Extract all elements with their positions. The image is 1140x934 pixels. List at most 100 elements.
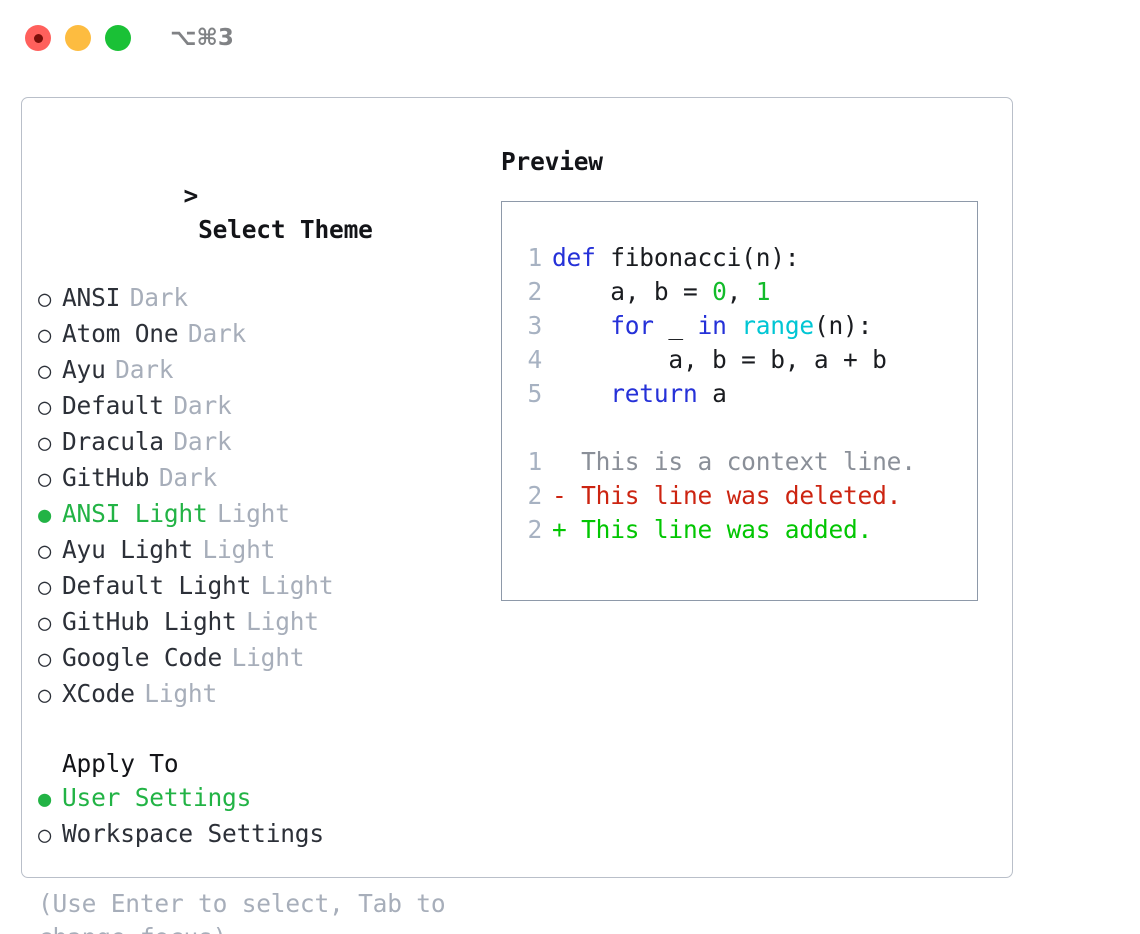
- theme-option-variant: Dark: [158, 463, 218, 492]
- radio-unselected-icon: ○: [38, 823, 52, 848]
- list-spacer: [38, 713, 493, 747]
- minimize-button[interactable]: [65, 25, 91, 51]
- diff-line-text: + This line was added.: [552, 515, 873, 544]
- code-token-kw: def: [552, 243, 596, 272]
- theme-option-variant: Light: [260, 571, 334, 600]
- diff-line-ctx: 1 This is a context line.: [512, 445, 916, 479]
- radio-unselected-icon: ○: [38, 647, 52, 672]
- theme-option-variant: Light: [202, 535, 276, 564]
- line-number: 1: [527, 243, 542, 272]
- theme-option-ansi-light[interactable]: ● ANSI Light Light: [38, 497, 493, 533]
- code-token-kw: for: [610, 311, 654, 340]
- code-token-plain: fibonacci(n):: [595, 243, 800, 272]
- theme-option-atom-one[interactable]: ○ Atom One Dark: [38, 317, 493, 353]
- code-token-plain: a, b = b, a + b: [552, 345, 887, 374]
- code-token-plain: a: [697, 379, 727, 408]
- code-token-kw: in: [697, 311, 727, 340]
- code-line: 5 return a: [512, 377, 916, 411]
- line-number: 3: [527, 311, 542, 340]
- title-bar: ⌥⌘3: [0, 0, 1140, 78]
- preview-heading: Preview: [501, 147, 603, 176]
- apply-to-option-user-settings[interactable]: ● User Settings: [38, 781, 493, 817]
- theme-list-heading: > Select Theme: [38, 145, 493, 281]
- diff-line-text: This is a context line.: [552, 447, 916, 476]
- theme-option-label: GitHub: [62, 463, 150, 492]
- close-button[interactable]: [25, 25, 51, 51]
- apply-to-option-label: User Settings: [62, 783, 252, 812]
- theme-option-default-light[interactable]: ○ Default Light Light: [38, 569, 493, 605]
- radio-unselected-icon: ○: [38, 287, 52, 312]
- code-token-plain: ,: [726, 277, 756, 306]
- radio-unselected-icon: ○: [38, 395, 52, 420]
- apply-to-option-label: Workspace Settings: [62, 819, 324, 848]
- code-token-plain: [727, 311, 742, 340]
- theme-list-heading-label: [184, 215, 199, 244]
- code-token-num: 1: [755, 277, 771, 306]
- code-token-kw: return: [610, 379, 698, 408]
- theme-option-variant: Light: [246, 607, 319, 636]
- line-number: 2: [527, 277, 542, 306]
- radio-unselected-icon: ○: [38, 683, 52, 708]
- radio-unselected-icon: ○: [38, 431, 52, 456]
- diff-line-del: 2- This line was deleted.: [512, 479, 916, 513]
- theme-option-label: ANSI: [62, 283, 121, 312]
- radio-unselected-icon: ○: [38, 467, 52, 492]
- theme-option-github[interactable]: ○ GitHub Dark: [38, 461, 493, 497]
- code-token-plain: a, b =: [552, 277, 713, 306]
- maximize-button[interactable]: [105, 25, 131, 51]
- radio-selected-icon: ●: [38, 787, 52, 812]
- theme-list-title: Select Theme: [198, 215, 373, 244]
- theme-option-variant: Light: [144, 679, 218, 708]
- theme-option-label: Default: [62, 391, 164, 420]
- code-token-plain: _: [653, 311, 698, 340]
- theme-option-ansi[interactable]: ○ ANSI Dark: [38, 281, 493, 317]
- code-token-plain: [552, 311, 610, 340]
- line-number: 1: [527, 447, 542, 476]
- theme-option-label: Default Light: [62, 571, 252, 600]
- caret-icon: >: [183, 181, 199, 210]
- theme-option-label: GitHub Light: [62, 607, 237, 636]
- diff-line-text: - This line was deleted.: [552, 481, 902, 510]
- theme-option-label: Atom One: [62, 319, 179, 348]
- code-token-plain: (n):: [813, 311, 873, 340]
- theme-option-label: Dracula: [62, 427, 164, 456]
- apply-to-heading: Apply To: [38, 747, 493, 781]
- radio-selected-icon: ●: [38, 503, 52, 528]
- theme-option-dracula[interactable]: ○ Dracula Dark: [38, 425, 493, 461]
- theme-option-label: ANSI Light: [62, 499, 208, 528]
- code-line: 1 def fibonacci(n):: [512, 241, 916, 275]
- theme-option-variant: Light: [231, 643, 305, 672]
- line-number: 4: [527, 345, 542, 374]
- apply-to-option-workspace-settings[interactable]: ○ Workspace Settings: [38, 817, 493, 853]
- code-line: 2 a, b = 0, 1: [512, 275, 916, 309]
- line-number: 5: [527, 379, 542, 408]
- code-diff-separator: [512, 411, 916, 445]
- theme-option-variant: Dark: [187, 319, 247, 348]
- code-line: 3 for _ in range(n):: [512, 309, 916, 343]
- line-number: 2: [527, 515, 542, 544]
- radio-unselected-icon: ○: [38, 575, 52, 600]
- theme-option-variant: Dark: [173, 427, 232, 456]
- theme-option-variant: Dark: [129, 283, 188, 312]
- radio-unselected-icon: ○: [38, 359, 52, 384]
- radio-unselected-icon: ○: [38, 611, 52, 636]
- theme-option-variant: Light: [217, 499, 290, 528]
- theme-option-label: Ayu Light: [62, 535, 193, 564]
- apply-to-option-list: ● User Settings ○ Workspace Settings: [38, 781, 493, 853]
- theme-option-github-light[interactable]: ○ GitHub Light Light: [38, 605, 493, 641]
- keyboard-hint: (Use Enter to select, Tab to change focu…: [38, 889, 446, 934]
- code-token-plain: [552, 379, 610, 408]
- radio-unselected-icon: ○: [38, 323, 52, 348]
- keyboard-shortcut-label: ⌥⌘3: [170, 25, 234, 51]
- code-token-fn: range: [741, 311, 814, 340]
